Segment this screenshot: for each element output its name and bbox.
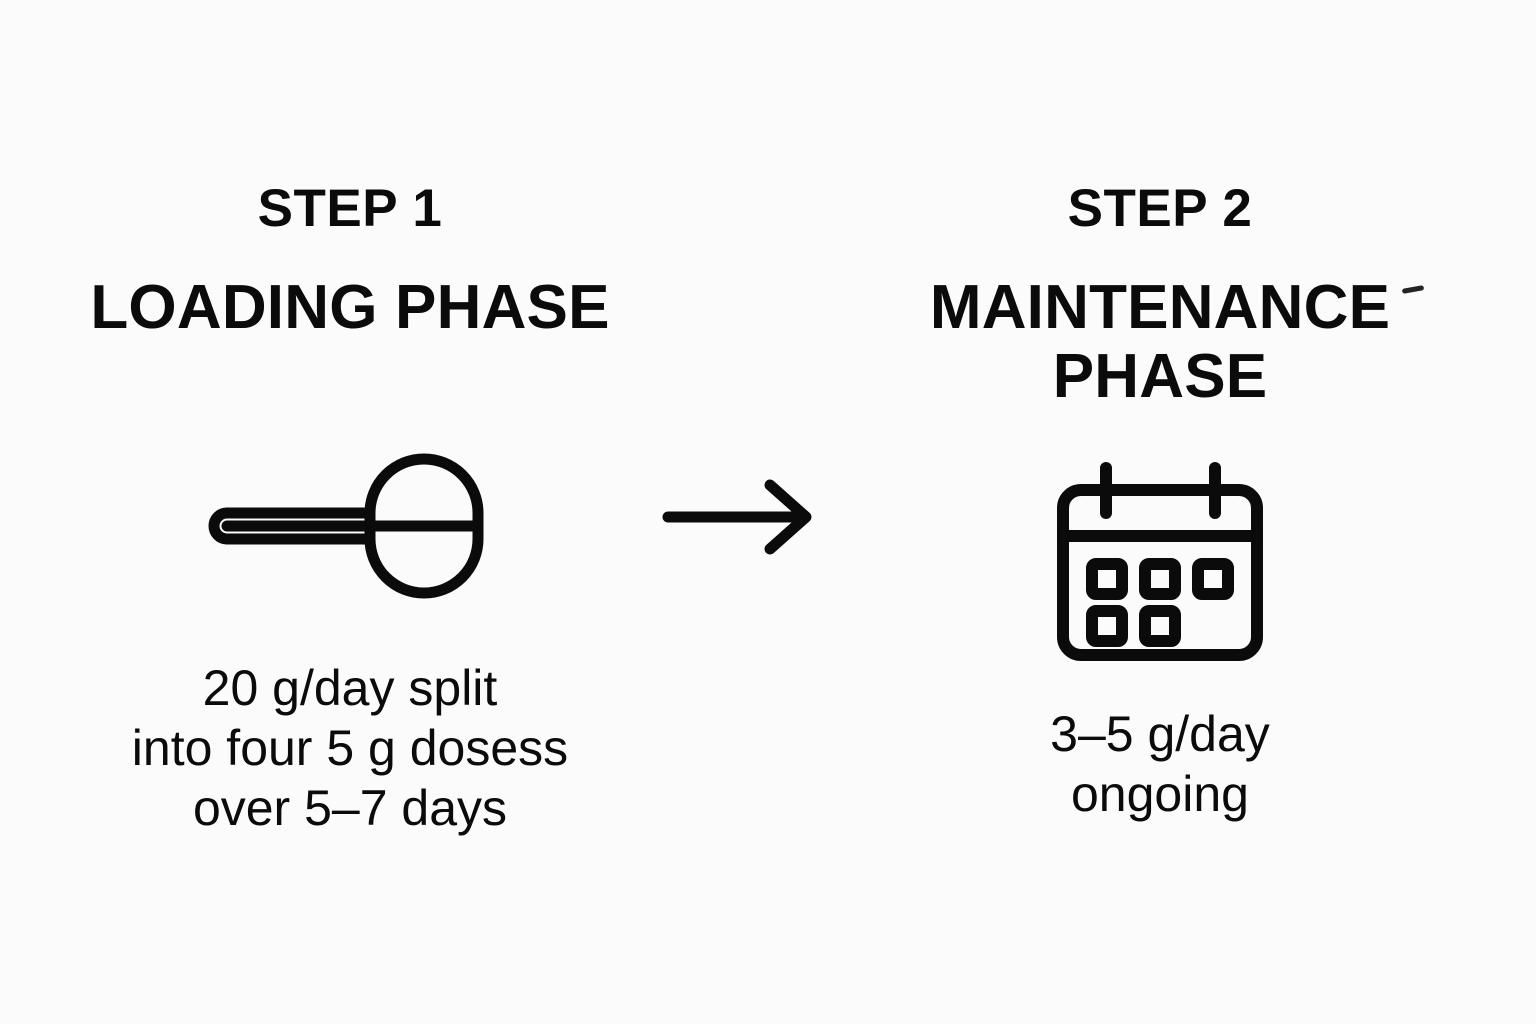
step-two-phase-title: MAINTENANCE PHASE (929, 273, 1425, 412)
stray-mark-icon (1401, 285, 1425, 294)
scoop-icon-wrap (205, 446, 495, 606)
step-two-label: STEP 2 (1067, 179, 1253, 238)
scoop-icon (208, 453, 484, 599)
step-two-phase-title-line-1: MAINTENANCE (929, 273, 1391, 342)
step-two-caption: 3–5 g/day ongoing (1050, 705, 1270, 822)
arrow-right-icon (662, 479, 812, 555)
calendar-icon-wrap (1054, 456, 1266, 666)
phase-title-line-1-wrap: MAINTENANCE (929, 273, 1425, 342)
step-one-caption: 20 g/day split into four 5 g dosess over… (131, 660, 569, 837)
step-one-block: STEP 1 LOADING PHASE 20 g/day split into… (0, 182, 700, 838)
step-two-phase-title-line-2: PHASE (1052, 342, 1268, 412)
calendar-icon (1057, 461, 1263, 661)
step-one-phase-title: LOADING PHASE (90, 273, 610, 342)
arrow-connector-wrap (655, 470, 830, 566)
step-one-label: STEP 1 (257, 179, 443, 238)
step-two-block: STEP 2 MAINTENANCE PHASE (780, 182, 1536, 824)
